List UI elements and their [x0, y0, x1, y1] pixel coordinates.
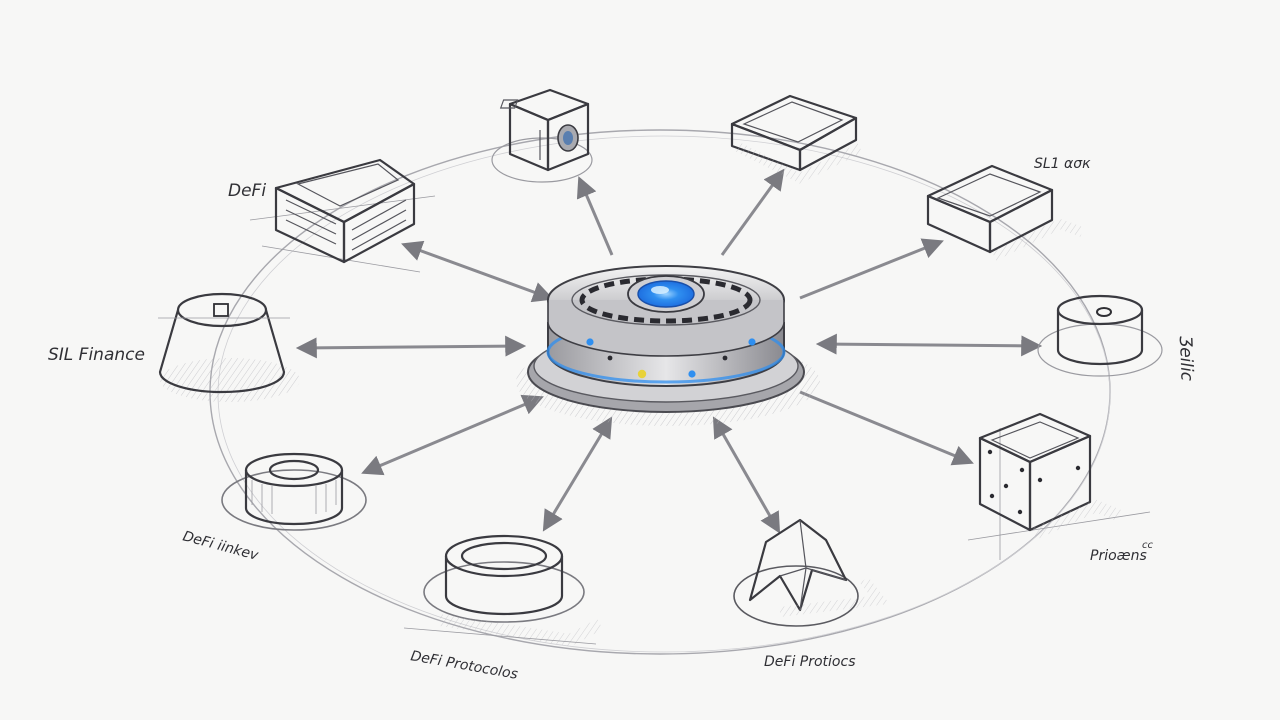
label-top-right: SL1 ασк [1034, 156, 1091, 172]
arrow-right [815, 333, 1043, 357]
folded-star-icon [733, 518, 890, 627]
wide-ring-icon [403, 534, 603, 647]
central-hub-disc-icon [516, 265, 820, 426]
truncated-cone-icon [158, 292, 300, 402]
arrow-bottom-left [361, 394, 544, 476]
label-bottom-left: DeFi iinkev [181, 528, 261, 564]
thick-ring-icon [221, 452, 367, 531]
arrow-top [576, 176, 614, 256]
arrow-top-left [401, 240, 554, 303]
arrow-bottom [542, 416, 613, 532]
flat-tray-icon [730, 94, 863, 184]
hollow-cube-icon [967, 412, 1151, 560]
label-left: SIL Finance [48, 345, 145, 365]
arrow-top-right [720, 168, 785, 256]
label-bottom-center-left: DeFi Protocolos [409, 648, 519, 683]
arrow-bottom-right [712, 416, 781, 534]
arrow-left [295, 335, 527, 359]
slotted-box-icon [249, 158, 436, 273]
connector-arrows [295, 168, 1043, 534]
label-right: Ʒeilic [1175, 335, 1197, 382]
arrow-right-bottom [799, 390, 974, 466]
label-bottom-center-right: DeFi Protiocs [764, 654, 856, 670]
label-bottom-right-small: cc [1142, 540, 1153, 551]
open-box-icon [926, 164, 1084, 261]
puck-cylinder-icon [1037, 294, 1163, 377]
label-bottom-right: Prioæns [1090, 548, 1147, 564]
cube-lens-icon [491, 88, 593, 183]
label-top-left: DeFi [228, 181, 266, 201]
arrow-right-top [799, 238, 944, 300]
